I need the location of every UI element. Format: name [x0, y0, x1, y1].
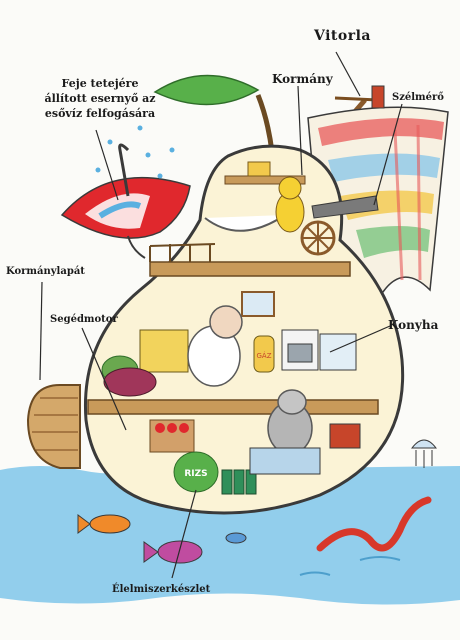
sail — [307, 106, 449, 302]
red-sea-worm — [316, 496, 432, 552]
rudder-planks — [32, 397, 78, 451]
picture-frame — [241, 291, 275, 317]
umbrella-note-line-3: esővíz felfogására — [44, 107, 156, 120]
tv-set — [329, 423, 361, 449]
label-steering: Kormány — [272, 72, 333, 86]
label-aux-motor: Segédmotor — [50, 314, 118, 325]
leader-lines — [39, 51, 403, 579]
drawer-cabinet — [139, 329, 189, 373]
rice-label: RIZS — [184, 469, 207, 479]
sea-ripple — [299, 556, 401, 576]
label-kitchen: Konyha — [388, 318, 439, 332]
raindrops — [95, 125, 175, 179]
engine-motor — [101, 355, 157, 397]
cheese — [247, 161, 271, 177]
label-food-supply: Élelmiszerkészlet — [112, 584, 211, 595]
striped-sofa — [249, 447, 321, 475]
telescope — [311, 195, 379, 219]
orange-fish — [77, 514, 131, 534]
yellow-cat — [275, 176, 305, 233]
pear-leaf — [153, 74, 260, 106]
purple-fish — [143, 540, 203, 564]
umbrella-note-line-1: Feje tetejére — [61, 77, 139, 90]
sink-unit — [319, 333, 357, 371]
gas-label: GÁZ — [256, 351, 271, 360]
stove — [281, 329, 319, 371]
rice-sack: RIZS — [173, 451, 219, 493]
jellyfish — [410, 439, 438, 468]
jar-rack — [221, 469, 257, 495]
deck-railing — [149, 243, 216, 262]
umbrella — [60, 143, 191, 259]
rudder — [26, 384, 81, 469]
old-mouse — [187, 305, 243, 387]
broom — [334, 85, 385, 109]
upper-deck — [149, 261, 351, 277]
small-blue-fish — [225, 532, 247, 544]
steering-wheel — [300, 220, 336, 256]
tomatoes — [155, 423, 189, 433]
label-rudder: Kormánylapát — [6, 266, 85, 277]
hammock — [204, 214, 286, 232]
label-sail: Vitorla — [314, 28, 372, 44]
label-wind-gauge: Szélmérő — [392, 92, 444, 103]
label-umbrella-note: Feje tetejére állított esernyő az esővíz… — [40, 76, 160, 121]
umbrella-note-line-2: állított esernyő az — [44, 92, 156, 105]
pear-stem — [255, 94, 275, 153]
gas-bottle: GÁZ — [253, 335, 275, 373]
lower-deck — [87, 399, 379, 415]
